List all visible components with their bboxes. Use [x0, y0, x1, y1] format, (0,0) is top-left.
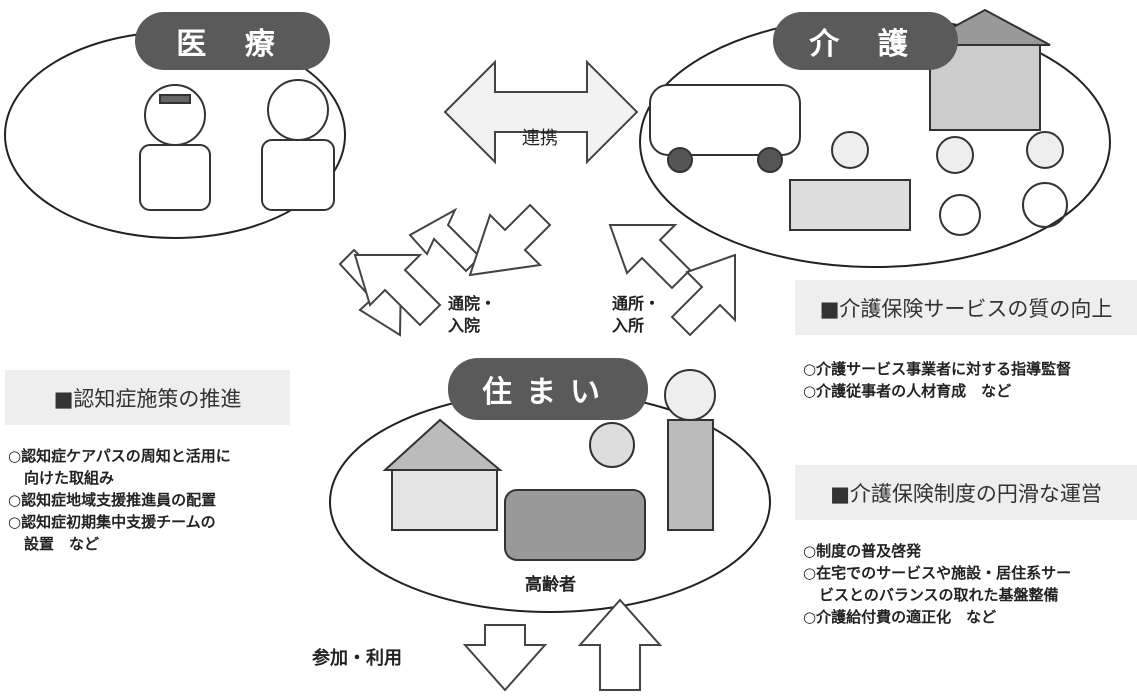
dementia-panel-title: ■認知症施策の推進 [5, 370, 290, 425]
quality-list: ○介護サービス事業者に対する指導監督 ○介護従事者の人材育成 など [803, 358, 1137, 402]
dementia-list: ○認知症ケアパスの周知と活用に 向けた取組み ○認知症地域支援推進員の配置 ○認… [8, 445, 298, 555]
medical-pill: 医 療 [135, 12, 330, 70]
list-item: ○在宅でのサービスや施設・居住系サー ビスとのバランスの取れた基盤整備 [803, 564, 1072, 604]
renkei-double-arrow [443, 59, 639, 165]
list-item: ○制度の普及啓発 [803, 542, 922, 560]
tsusho-arrows [608, 224, 736, 337]
operation-list: ○制度の普及啓発 ○在宅でのサービスや施設・居住系サー ビスとのバランスの取れた… [803, 540, 1137, 628]
tsuin-arrows [338, 203, 552, 337]
down-arrow [462, 624, 548, 692]
tsuin-label: 通院・ 入院 [448, 294, 497, 335]
up-arrow [577, 598, 663, 691]
list-item: ○介護給付費の適正化 など [803, 608, 997, 626]
tsusho-label: 通所・ 入所 [612, 294, 661, 335]
operation-panel-title: ■介護保険制度の円滑な運営 [795, 465, 1137, 520]
list-item: ○認知症ケアパスの周知と活用に 向けた取組み [8, 447, 231, 487]
care-illustration [649, 8, 1068, 236]
elderly-label: 高齢者 [525, 575, 576, 595]
renkei-label: 連携 [522, 128, 558, 149]
care-pill: 介 護 [773, 12, 958, 70]
list-item: ○介護従事者の人材育成 など [803, 382, 1012, 400]
list-item: ○介護サービス事業者に対する指導監督 [803, 360, 1072, 378]
quality-panel-title: ■介護保険サービスの質の向上 [795, 280, 1137, 335]
doctors-illustration [139, 79, 335, 211]
list-item: ○認知症初期集中支援チームの 設置 など [8, 513, 216, 553]
list-item: ○認知症地域支援推進員の配置 [8, 491, 217, 509]
sanka-label: 参加・利用 [312, 648, 402, 669]
housing-pill: 住まい [448, 358, 648, 420]
